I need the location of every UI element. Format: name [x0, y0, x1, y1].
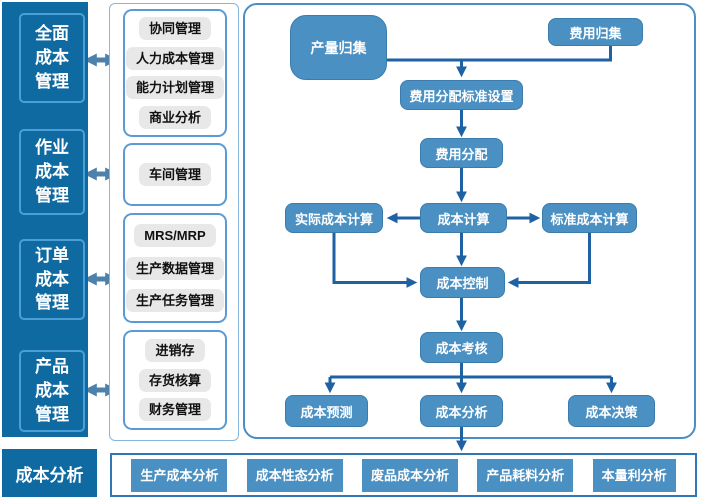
module-group-1: 协同管理 人力成本管理 能力计划管理 商业分析 — [123, 9, 227, 137]
flow-node-cost-analysis: 成本分析 — [420, 395, 503, 427]
flow-node-expense-collection: 费用归集 — [548, 18, 643, 46]
bottom-bar-title: 成本分析 — [2, 449, 97, 497]
panel-item-label: 订单成本管理 — [35, 245, 69, 313]
module-item: 协同管理 — [138, 17, 211, 41]
analysis-item: 成本性态分析 — [246, 458, 343, 492]
analysis-item: 本量利分析 — [592, 458, 676, 492]
module-group-2: 车间管理 — [123, 143, 227, 206]
flow-node-output-collection: 产量归集 — [290, 15, 387, 80]
panel-item-label: 产品成本管理 — [35, 357, 69, 424]
analysis-item: 废品成本分析 — [361, 458, 458, 492]
panel-item-product-cost: 产品成本管理 — [19, 350, 85, 432]
flow-node-standard-cost-calc: 标准成本计算 — [542, 203, 637, 233]
bottom-bar-container: 生产成本分析 成本性态分析 废品成本分析 产品耗料分析 本量利分析 — [110, 453, 697, 497]
flow-connector — [324, 45, 617, 452]
flow-node-cost-control: 成本控制 — [420, 267, 505, 298]
flow-node-allocation-standard: 费用分配标准设置 — [400, 80, 523, 110]
flow-node-cost-decision: 成本决策 — [568, 395, 655, 427]
panel-item-total-cost: 全面成本管理 — [19, 13, 85, 103]
flow-node-cost-calc: 成本计算 — [420, 203, 507, 233]
module-item: 人力成本管理 — [125, 46, 224, 70]
panel-item-label: 作业成本管理 — [35, 138, 69, 205]
module-item: 车间管理 — [138, 163, 211, 186]
module-item: 商业分析 — [138, 105, 211, 129]
module-item: 生产任务管理 — [125, 288, 224, 312]
panel-item-activity-cost: 作业成本管理 — [19, 129, 85, 215]
panel-item-label: 全面成本管理 — [35, 24, 69, 91]
module-item: 存货核算 — [138, 368, 211, 392]
panel-item-order-cost: 订单成本管理 — [19, 239, 85, 320]
module-item: 生产数据管理 — [125, 256, 224, 280]
module-item: 能力计划管理 — [125, 76, 224, 100]
module-group-4: 进销存 存货核算 财务管理 — [123, 330, 227, 430]
cost-management-panel: 全面成本管理 作业成本管理 订单成本管理 产品成本管理 — [2, 2, 88, 437]
analysis-item: 产品耗料分析 — [477, 458, 574, 492]
analysis-item: 生产成本分析 — [131, 458, 228, 492]
module-group-3: MRS/MRP 生产数据管理 生产任务管理 — [123, 213, 227, 323]
module-item: MRS/MRP — [134, 224, 216, 248]
module-item: 进销存 — [145, 338, 205, 362]
flow-node-cost-assessment: 成本考核 — [420, 332, 503, 363]
flow-node-actual-cost-calc: 实际成本计算 — [285, 203, 383, 233]
flow-node-cost-forecast: 成本预测 — [285, 395, 368, 427]
module-item: 财务管理 — [138, 398, 211, 422]
flow-node-expense-allocation: 费用分配 — [420, 138, 503, 168]
